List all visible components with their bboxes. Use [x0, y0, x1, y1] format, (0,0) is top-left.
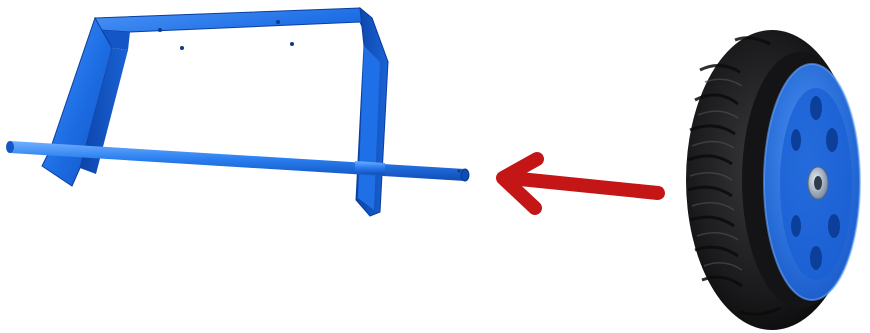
mounting-hole	[180, 46, 184, 50]
hub-hole	[810, 96, 822, 120]
tire-tread	[687, 36, 781, 316]
bracket	[41, 6, 389, 217]
axle-front-segment	[355, 161, 385, 175]
hub-hole	[828, 214, 840, 238]
mounting-hole	[158, 28, 162, 32]
hub-hole	[791, 129, 801, 151]
mounting-hole	[290, 42, 294, 46]
axle	[6, 141, 470, 182]
wheel	[686, 30, 861, 330]
hub-hole	[826, 128, 838, 152]
mounting-hole	[276, 20, 280, 24]
left-arrow-icon	[496, 152, 665, 215]
hub-hole	[791, 215, 801, 237]
hub-hole	[810, 246, 822, 270]
